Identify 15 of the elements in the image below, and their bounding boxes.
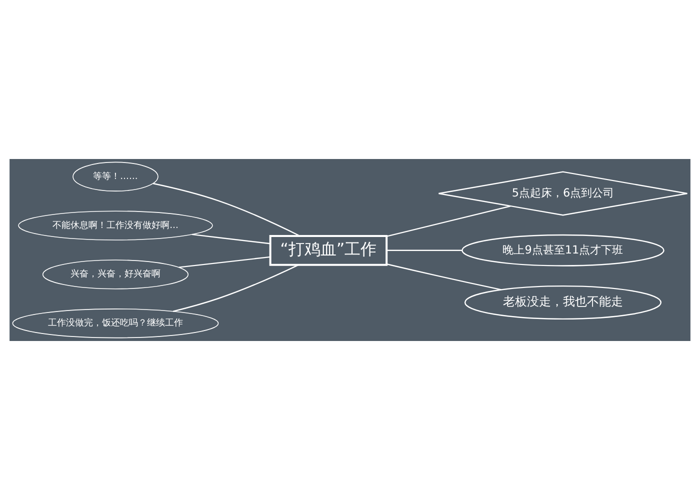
connector (386, 250, 462, 251)
connector (192, 234, 270, 244)
node-ellipse: 兴奋，兴奋，好兴奋啊 (42, 260, 189, 290)
connector (386, 264, 502, 290)
connector (178, 256, 270, 268)
node-ellipse: 晚上9点甚至11点才下班 (462, 234, 664, 266)
node-ellipse: 等等！…… (72, 162, 158, 192)
node-box: “打鸡血”工作 (269, 234, 388, 266)
node-ellipse: 老板没走，我也不能走 (464, 285, 662, 320)
connector (386, 206, 511, 237)
node-ellipse: 不能休息啊！工作没有做好啊… (18, 210, 213, 240)
node-diamond: 5点起床，6点到公司 (438, 171, 688, 216)
connector (152, 182, 300, 236)
connector (172, 264, 299, 312)
node-ellipse: 工作没做完，饭还吃吗？继续工作 (12, 308, 219, 338)
